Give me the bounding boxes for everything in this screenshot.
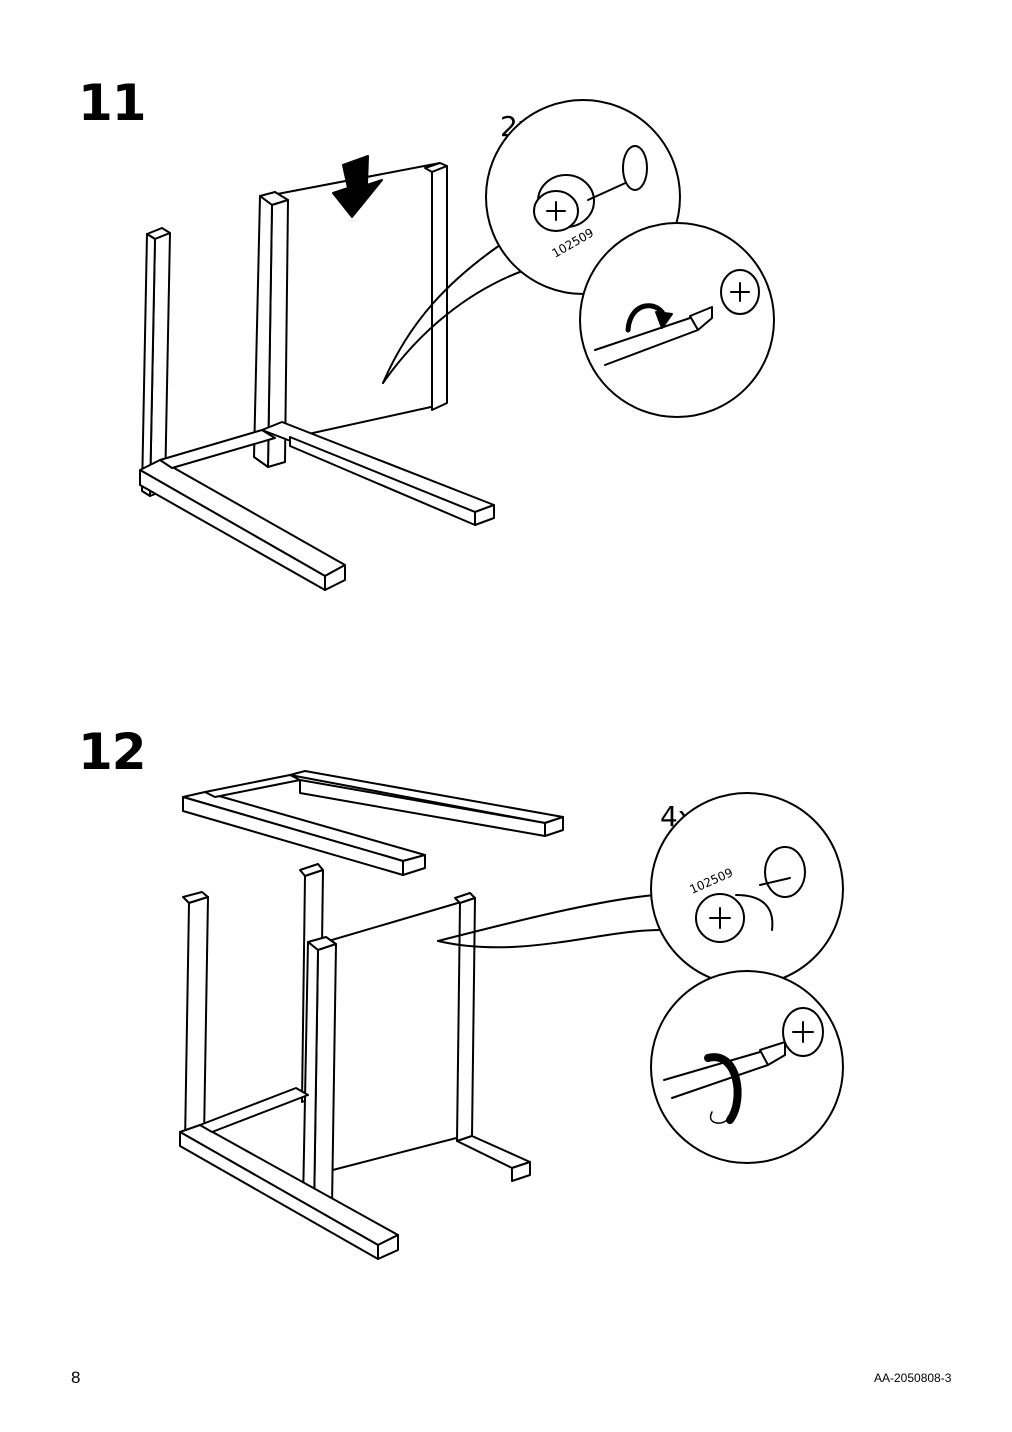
screwdriver-icon	[594, 269, 760, 366]
step-12-cam-detail: 102509	[437, 792, 844, 1164]
step-12-number: 12	[78, 723, 147, 781]
step-12-frame-drawing	[179, 770, 564, 1260]
page-number: 8	[71, 1368, 81, 1387]
step-11-frame-drawing	[139, 162, 495, 591]
screwdriver-icon	[663, 1007, 824, 1099]
cam-lock-icon	[533, 145, 648, 232]
down-arrow-icon	[332, 155, 383, 218]
step-11-cam-detail: 102509	[382, 99, 775, 418]
step-11-number: 11	[78, 74, 147, 132]
rotate-arrow-icon	[625, 303, 673, 333]
rotate-arrow-icon	[704, 1053, 742, 1124]
document-code: AA-2050808-3	[874, 1371, 952, 1385]
cam-lock-icon	[695, 846, 806, 943]
